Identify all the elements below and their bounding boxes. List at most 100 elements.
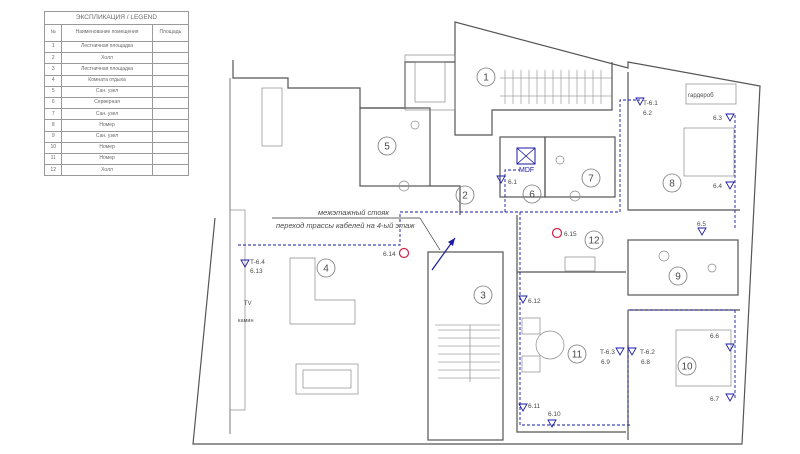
room-number: 3 xyxy=(480,291,486,302)
room-number-circle xyxy=(476,67,496,87)
riser-arrowhead xyxy=(448,238,455,246)
room-number: 4 xyxy=(323,264,329,275)
room-11-walls xyxy=(516,215,626,433)
network-port xyxy=(635,97,645,106)
legend-cell-num: 12 xyxy=(43,164,63,177)
sink-5 xyxy=(398,180,410,192)
room-number-circle xyxy=(662,173,682,193)
table-11 xyxy=(535,330,565,360)
cable-10 xyxy=(630,309,736,400)
walls xyxy=(192,21,761,445)
point-label: 6.14 xyxy=(383,251,396,258)
point-label: 6.12 xyxy=(528,298,541,305)
point-label: 6.10 xyxy=(548,411,561,418)
room-number-circle xyxy=(522,184,542,204)
point-label: 6.3 xyxy=(713,115,722,122)
point-label: 6.5 xyxy=(697,221,706,228)
room-9-walls xyxy=(627,239,739,296)
network-port xyxy=(518,403,528,412)
point-label: 6.15 xyxy=(564,231,577,238)
legend-table: ЭКСПЛИКАЦИЯ / LEGEND № Наименование поме… xyxy=(43,11,190,177)
point-label: 6.1 xyxy=(508,179,517,186)
legend-cell-area xyxy=(151,119,190,132)
toilet-5 xyxy=(410,120,420,130)
point-label: T-6.2 xyxy=(640,349,655,356)
room-number-circle xyxy=(581,168,601,188)
legend-cell-area xyxy=(151,164,190,177)
hall-2-partition xyxy=(430,185,461,215)
room-number: 11 xyxy=(572,350,583,361)
network-port xyxy=(496,175,506,184)
riser-note-line-2: переход трассы кабелей на 4-ый этаж xyxy=(276,221,415,230)
legend-cell-num: 9 xyxy=(43,130,63,143)
armchair-1 xyxy=(521,317,541,335)
wardrobe-label: гардероб xyxy=(688,93,714,99)
bed-10 xyxy=(675,329,732,387)
mdf-cross-2 xyxy=(516,147,536,165)
room-number: 2 xyxy=(462,191,468,202)
mdf-box xyxy=(516,147,536,165)
sideboard xyxy=(261,87,283,147)
cable-6 xyxy=(504,169,520,212)
point-label: 6.8 xyxy=(641,359,650,366)
network-port xyxy=(725,343,735,352)
network-port xyxy=(240,259,250,268)
cable-main xyxy=(238,211,620,246)
legend-cell-area xyxy=(151,130,190,143)
mdf-label: MDF xyxy=(519,167,534,174)
room-number: 6 xyxy=(529,190,535,201)
cable-8 xyxy=(619,99,640,212)
room-number-circle xyxy=(567,344,587,364)
legend-cell-num: 11 xyxy=(43,152,63,166)
toilet-7 xyxy=(555,155,565,165)
riser-note-line-1: межэтажный стояк xyxy=(318,208,389,217)
point-label: T-6.3 xyxy=(600,349,615,356)
room-number: 5 xyxy=(384,142,390,153)
room-number: 1 xyxy=(483,73,489,84)
room-number: 10 xyxy=(681,362,693,373)
room-number-circle xyxy=(677,356,697,376)
network-port xyxy=(725,393,735,402)
armchair-2 xyxy=(521,355,541,373)
fireplace xyxy=(295,363,359,395)
network-port xyxy=(725,181,735,190)
room-number-circle xyxy=(316,258,336,278)
access-point-6-14 xyxy=(398,247,410,259)
stair-3-walls xyxy=(427,251,504,441)
network-port xyxy=(615,347,625,356)
stair-3-steps xyxy=(438,329,500,379)
legend-cell-area xyxy=(151,152,190,166)
furniture xyxy=(229,83,737,411)
room-8-walls xyxy=(627,72,740,211)
room-number-circle xyxy=(668,266,688,286)
network-port xyxy=(697,227,707,236)
fireplace-label: камин xyxy=(238,318,253,324)
network-port xyxy=(547,419,557,428)
tv-label: TV xyxy=(244,301,252,307)
sink-7 xyxy=(569,190,581,202)
fireplace-inner xyxy=(302,369,352,389)
bed-8 xyxy=(683,127,735,177)
riser-note-leader xyxy=(419,217,441,251)
point-label: 6.7 xyxy=(710,396,719,403)
room-number-circle xyxy=(584,230,604,250)
legend-cell-name: Номер xyxy=(61,141,153,154)
left-cabinet xyxy=(229,209,246,411)
legend-cell-name: Номер xyxy=(61,119,153,132)
access-point-6-15 xyxy=(551,227,563,239)
wardrobe-8 xyxy=(685,83,737,105)
room-number: 9 xyxy=(675,272,681,283)
sofa-12 xyxy=(564,256,596,272)
stair-treads xyxy=(404,54,612,382)
room-7-walls xyxy=(544,136,616,198)
